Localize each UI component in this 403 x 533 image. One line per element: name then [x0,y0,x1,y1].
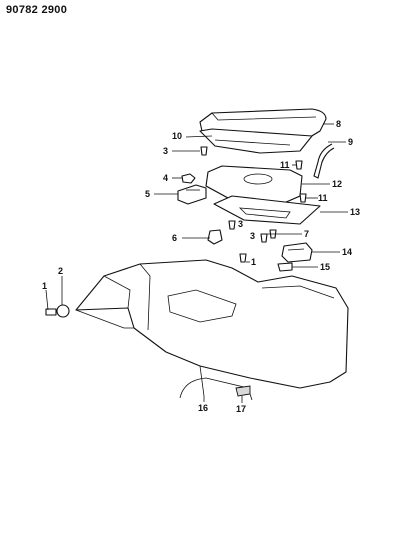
connector [277,262,293,272]
callout-14: 14 [342,247,352,257]
bin-base [213,195,321,225]
callout-13: 13 [350,207,360,217]
callout-15: 15 [320,262,330,272]
floor-clip [235,385,251,397]
bracket [177,184,207,205]
storage-bin [205,165,303,204]
callout-2: 2 [58,266,63,276]
callout-9: 9 [348,137,353,147]
latch-rod [313,143,335,179]
clip [181,173,196,184]
callout-3: 3 [163,146,168,156]
callout-5: 5 [145,189,150,199]
document-code: 90782 2900 [6,4,68,16]
callout-7: 7 [304,229,309,239]
callout-11: 11 [280,160,290,170]
leader-lines [45,123,348,403]
console-body [75,259,349,401]
callout-1: 1 [42,281,47,291]
callout-6: 6 [172,233,177,243]
callout-3: 3 [250,231,255,241]
lid-plate [199,128,313,154]
screw-and-nut [45,304,70,318]
callout-10: 10 [172,131,182,141]
switch [281,242,313,263]
callout-12: 12 [332,179,342,189]
grommet [207,229,223,245]
callout-16: 16 [198,403,208,413]
callout-3: 3 [238,219,243,229]
callout-1: 1 [251,257,256,267]
screws [200,146,307,263]
callout-11: 11 [318,193,328,203]
callout-17: 17 [236,404,246,414]
callout-8: 8 [336,119,341,129]
callout-4: 4 [163,173,168,183]
